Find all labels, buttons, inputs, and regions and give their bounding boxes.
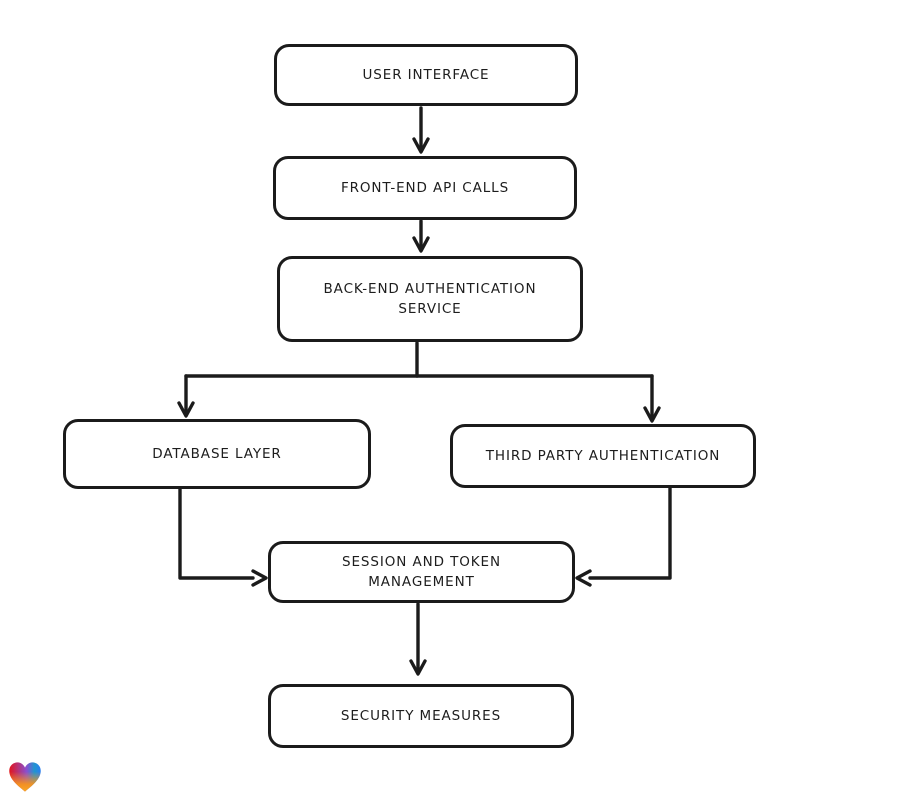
node-third-party-auth: THIRD PARTY AUTHENTICATION	[450, 424, 756, 488]
node-session-token-mgmt-label: SESSION AND TOKEN MANAGEMENT	[342, 553, 501, 590]
node-front-end-api-calls-label: FRONT-END API CALLS	[340, 179, 510, 196]
edge-third-party-to-session	[575, 486, 672, 587]
edge-session-to-security	[409, 602, 427, 676]
gradient-heart-logo[interactable]	[7, 760, 43, 794]
node-database-layer: DATABASE LAYER	[63, 419, 371, 489]
node-user-interface: USER INTERFACE	[274, 44, 578, 106]
edge-user-interface-to-front-end	[412, 106, 430, 154]
node-security-measures: SECURITY MEASURES	[268, 684, 574, 748]
edge-database-to-session	[178, 487, 268, 587]
node-back-end-auth-service-label: BACK-END AUTHENTICATION SERVICE	[323, 280, 537, 317]
node-back-end-auth-service: BACK-END AUTHENTICATION SERVICE	[277, 256, 583, 342]
edge-branch-to-third-party	[643, 374, 661, 423]
edge-branch-to-database-layer	[177, 374, 195, 418]
node-user-interface-label: USER INTERFACE	[362, 66, 490, 83]
node-database-layer-label: DATABASE LAYER	[152, 445, 282, 462]
node-front-end-api-calls: FRONT-END API CALLS	[273, 156, 577, 220]
node-third-party-auth-label: THIRD PARTY AUTHENTICATION	[485, 447, 721, 464]
heart-icon	[9, 762, 41, 792]
node-session-token-mgmt: SESSION AND TOKEN MANAGEMENT	[268, 541, 575, 603]
edge-front-end-to-back-end	[412, 219, 430, 253]
node-security-measures-label: SECURITY MEASURES	[340, 707, 502, 724]
edge-back-end-branch	[184, 341, 654, 378]
